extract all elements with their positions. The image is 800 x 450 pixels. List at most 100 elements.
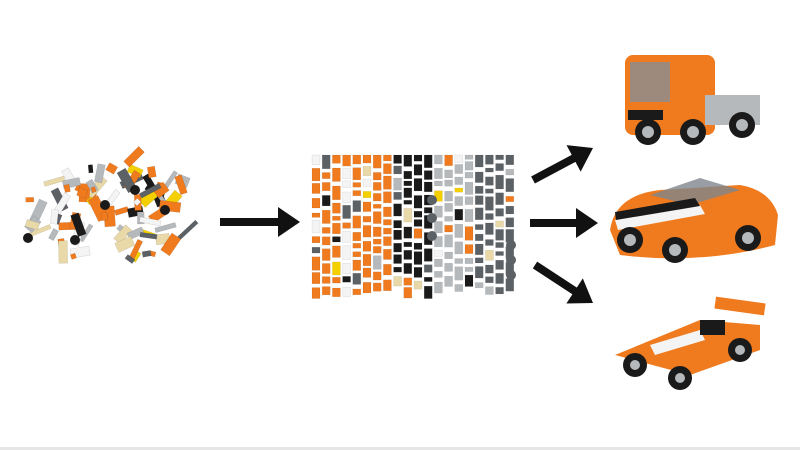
- sorted-piece: [444, 203, 453, 212]
- sorted-piece: [454, 154, 464, 163]
- sorted-piece: [362, 240, 372, 252]
- sorted-piece: [403, 226, 413, 239]
- race-car-model: [615, 296, 766, 390]
- sorted-piece: [413, 164, 423, 176]
- sorted-piece: [321, 154, 331, 170]
- sorted-piece: [454, 258, 464, 264]
- sorted-piece: [352, 251, 362, 258]
- sorted-piece: [393, 266, 402, 273]
- sorted-piece: [413, 178, 423, 192]
- racer-spoiler: [714, 296, 766, 316]
- arrow-head: [576, 208, 598, 238]
- sports-car-model: [610, 178, 778, 263]
- sorted-piece: [393, 229, 402, 240]
- sorted-piece: [474, 243, 484, 256]
- sorted-piece: [372, 154, 382, 169]
- sorted-piece: [311, 212, 321, 218]
- wheel-piece: [160, 205, 170, 215]
- sorted-piece: [393, 154, 402, 164]
- sorted-piece: [352, 288, 362, 296]
- sorted-wheel: [427, 231, 437, 241]
- lego-piece: [25, 197, 35, 203]
- lego-piece: [70, 212, 87, 238]
- sorted-piece: [485, 239, 494, 246]
- sorted-piece: [505, 196, 515, 202]
- sorted-piece: [311, 272, 321, 284]
- arrows: [220, 145, 598, 304]
- sorted-piece: [332, 202, 341, 214]
- sorted-piece: [383, 154, 392, 162]
- sorted-piece: [332, 287, 341, 298]
- sorted-piece: [372, 246, 382, 254]
- lego-piece: [126, 226, 145, 241]
- wheel-hub: [669, 244, 681, 256]
- sorted-piece: [423, 276, 433, 282]
- arrow-to-race-car: [532, 261, 594, 304]
- sorted-piece: [454, 196, 464, 206]
- lego-piece: [113, 224, 133, 245]
- lego-piece: [114, 235, 136, 253]
- lego-piece: [90, 186, 97, 193]
- sorted-piece: [485, 222, 494, 235]
- sorted-piece: [372, 193, 382, 202]
- wheel-hub: [735, 345, 745, 355]
- sorted-piece: [372, 282, 382, 292]
- sorted-piece: [485, 286, 494, 295]
- arrow-shaft: [220, 218, 282, 226]
- lego-piece: [63, 183, 71, 193]
- sorted-piece: [372, 238, 382, 245]
- sorted-piece: [444, 216, 453, 222]
- sorted-piece: [383, 248, 392, 260]
- arrow-to-sports-car: [530, 208, 598, 238]
- lego-piece: [124, 254, 136, 264]
- sorted-piece: [311, 168, 321, 182]
- racer-stripe: [650, 330, 705, 355]
- sorted-piece: [434, 167, 443, 179]
- sorted-piece: [372, 271, 382, 281]
- sorted-wheel: [506, 255, 516, 265]
- sorted-piece: [403, 187, 413, 198]
- sorted-piece: [362, 166, 372, 177]
- sorted-piece: [403, 249, 413, 260]
- lego-piece: [87, 164, 94, 174]
- sorted-piece: [321, 182, 331, 192]
- sorted-piece: [362, 267, 372, 278]
- wheel-hub: [687, 126, 699, 138]
- sorted-piece: [423, 248, 433, 262]
- lego-piece: [100, 212, 108, 221]
- sorted-piece: [332, 277, 341, 284]
- lego-piece: [160, 232, 182, 257]
- sorted-piece: [311, 197, 321, 209]
- wheel-hub: [742, 232, 754, 244]
- sorted-piece: [454, 241, 464, 255]
- sorted-piece: [352, 272, 362, 285]
- sorted-piece: [485, 264, 494, 274]
- sorted-piece: [362, 154, 372, 164]
- car-stripe-white: [615, 205, 705, 230]
- racer-cockpit: [700, 320, 725, 335]
- sorted-piece: [495, 163, 504, 171]
- sorted-piece: [485, 196, 494, 211]
- sorted-piece: [342, 168, 351, 179]
- sorted-piece: [393, 254, 402, 264]
- sorted-piece: [423, 181, 433, 193]
- sorted-piece: [332, 261, 341, 276]
- sorted-piece: [413, 219, 423, 227]
- sorted-piece: [403, 241, 413, 248]
- lego-piece: [132, 197, 142, 207]
- sorted-piece: [485, 213, 494, 220]
- sorted-piece: [434, 258, 443, 267]
- sorted-piece: [311, 256, 321, 271]
- sorted-piece: [321, 248, 331, 261]
- sorted-piece: [372, 182, 382, 191]
- sorted-piece: [352, 200, 362, 212]
- sorted-piece: [332, 236, 341, 243]
- sorted-piece: [372, 203, 382, 209]
- sorted-piece: [372, 211, 382, 224]
- sorted-piece: [454, 208, 464, 221]
- sorted-piece: [342, 231, 351, 243]
- wheel-hub: [630, 360, 640, 370]
- sorted-piece: [485, 249, 494, 261]
- sorted-piece: [321, 286, 331, 296]
- sorted-piece: [342, 205, 351, 219]
